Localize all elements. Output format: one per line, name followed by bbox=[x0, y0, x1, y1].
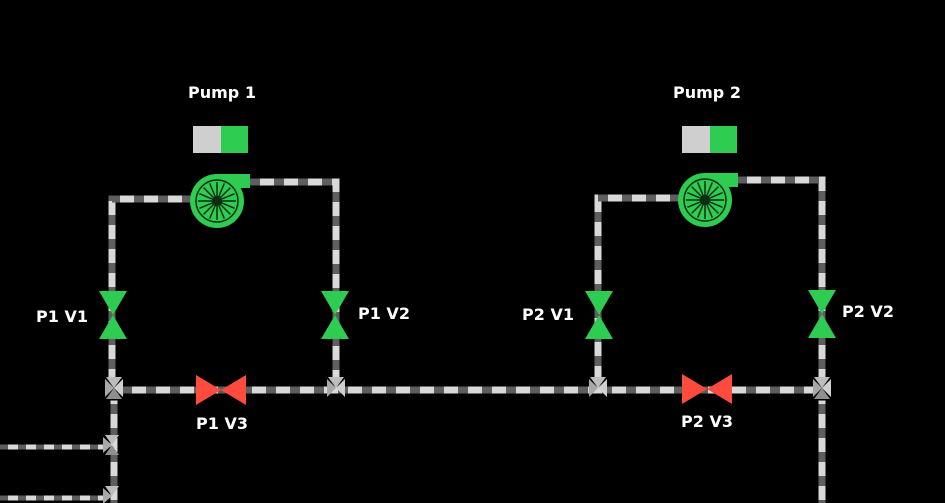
junction-p1-left bbox=[105, 377, 123, 399]
junction-p1-right bbox=[327, 377, 345, 397]
junction-left-1 bbox=[103, 435, 119, 455]
junction-p2-left bbox=[589, 377, 607, 397]
junction-p2-right bbox=[813, 377, 831, 399]
pump-2-switch[interactable] bbox=[682, 126, 737, 153]
valve-icon bbox=[682, 374, 732, 404]
centrifugal-pump-icon bbox=[678, 173, 738, 227]
pipe-p2-left bbox=[594, 194, 684, 380]
centrifugal-pump-icon bbox=[190, 174, 250, 228]
valve-p2-v1[interactable] bbox=[585, 291, 613, 339]
pipe-p1-right bbox=[246, 178, 340, 380]
valve-p1-v1-label: P1 V1 bbox=[36, 307, 88, 326]
valve-p2-v2[interactable] bbox=[808, 290, 836, 338]
valve-icon bbox=[99, 291, 127, 339]
pipe-p1-left bbox=[108, 195, 196, 380]
valve-icon bbox=[808, 290, 836, 338]
valve-icon bbox=[196, 375, 246, 405]
pipe-p2-right bbox=[733, 176, 826, 380]
valve-p2-v3-label: P2 V3 bbox=[681, 412, 733, 431]
pump-1-switch[interactable] bbox=[193, 126, 248, 153]
junction-left-2 bbox=[103, 486, 119, 503]
pump-1[interactable] bbox=[190, 174, 250, 228]
pump-1-label: Pump 1 bbox=[188, 83, 256, 102]
valve-p1-v2[interactable] bbox=[321, 291, 349, 339]
valve-p2-v2-label: P2 V2 bbox=[842, 302, 894, 321]
valve-icon bbox=[585, 291, 613, 339]
pipe-network bbox=[0, 176, 826, 503]
valve-p1-v3[interactable] bbox=[196, 375, 246, 405]
pump-2[interactable] bbox=[678, 173, 738, 227]
valve-p2-v1-label: P2 V1 bbox=[522, 305, 574, 324]
valve-p1-v1[interactable] bbox=[99, 291, 127, 339]
valve-p1-v2-label: P1 V2 bbox=[358, 304, 410, 323]
valve-p1-v3-label: P1 V3 bbox=[196, 414, 248, 433]
valve-p2-v3[interactable] bbox=[682, 374, 732, 404]
pump-2-label: Pump 2 bbox=[673, 83, 741, 102]
valve-icon bbox=[321, 291, 349, 339]
